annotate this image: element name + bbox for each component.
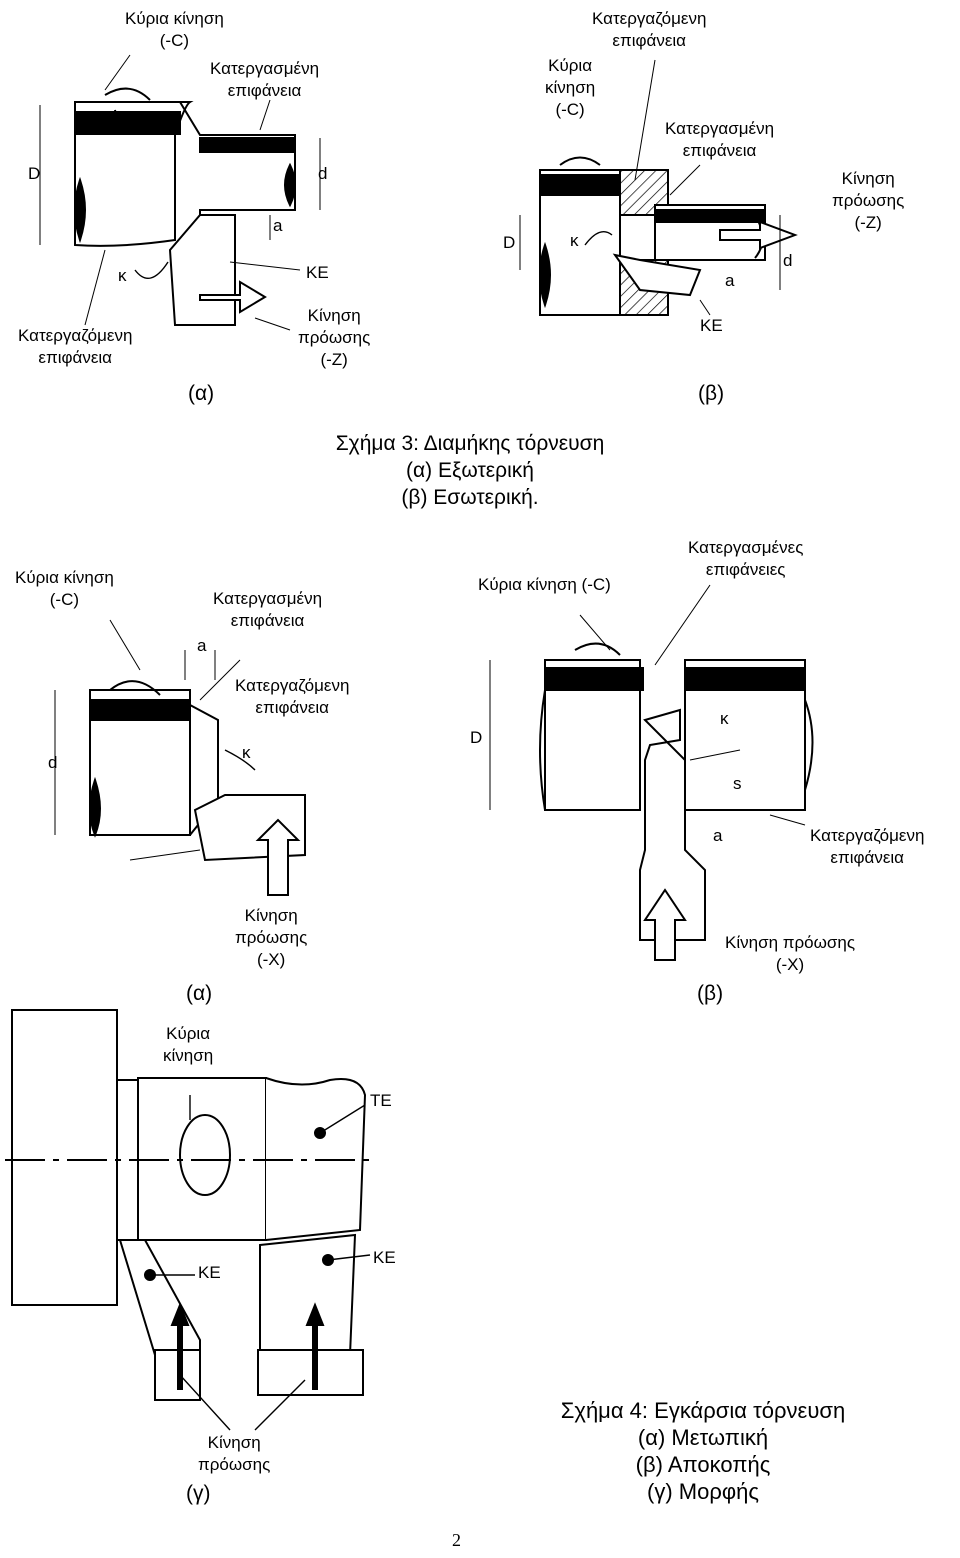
page-number: 2 [452,1530,461,1550]
fig4b-a-label: a [713,826,723,845]
fig4b-main-motion-label: Κύρια κίνηση (-C) [478,575,611,594]
fig4b-feed-label: Κίνηση πρόωσης(-X) [725,933,856,974]
fig3b-drawing [519,59,798,316]
fig3a-d-label: d [318,164,328,183]
fig3a-D-label: D [28,164,41,183]
fig3a-main-motion-label: Κύρια κίνηση(-C) [125,9,224,50]
fig4a-a-label: a [197,636,207,655]
fig4a-k-label: κ [242,743,251,762]
fig4-caption: Σχήμα 4: Εγκάρσια τόρνευση (α) Μετωπική … [560,1398,846,1504]
fig3b-KE-label: ΚΕ [700,316,723,335]
fig4a-drawing [54,619,306,896]
fig4b-k-label: κ [720,709,729,728]
fig4b-D-label: D [470,728,483,747]
fig3a-a-label: a [273,216,283,235]
fig3-caption: Σχήμα 3: Διαμήκης τόρνευση (α) Εξωτερική… [335,432,605,509]
fig4b-s-label: s [733,774,742,793]
fig3b-subcaption: (β) [698,382,725,405]
fig3b-a-label: a [725,271,735,290]
fig3a-drawing [39,54,321,331]
fig3b-D-label: D [503,233,516,252]
fig4c-TE-label: ΤΕ [370,1091,392,1110]
fig4a-d-label: d [48,753,58,772]
fig4b-drawing [489,584,814,961]
fig4c-KE2-label: ΚΕ [373,1248,396,1267]
fig4c-drawing [5,1009,375,1431]
fig4c-subcaption: (γ) [186,1482,211,1505]
fig4a-main-motion-label: Κύρια κίνηση(-C) [15,568,114,609]
fig4c-KE1-label: ΚΕ [198,1263,221,1282]
fig4a-subcaption: (α) [186,982,213,1005]
fig3a-KE-label: ΚΕ [306,263,329,282]
fig3b-k-label: κ [570,231,579,250]
fig4b-subcaption: (β) [697,982,724,1005]
fig3b-d-label: d [783,251,793,270]
fig3a-k-label: κ [118,266,127,285]
fig3a-subcaption: (α) [188,382,215,405]
